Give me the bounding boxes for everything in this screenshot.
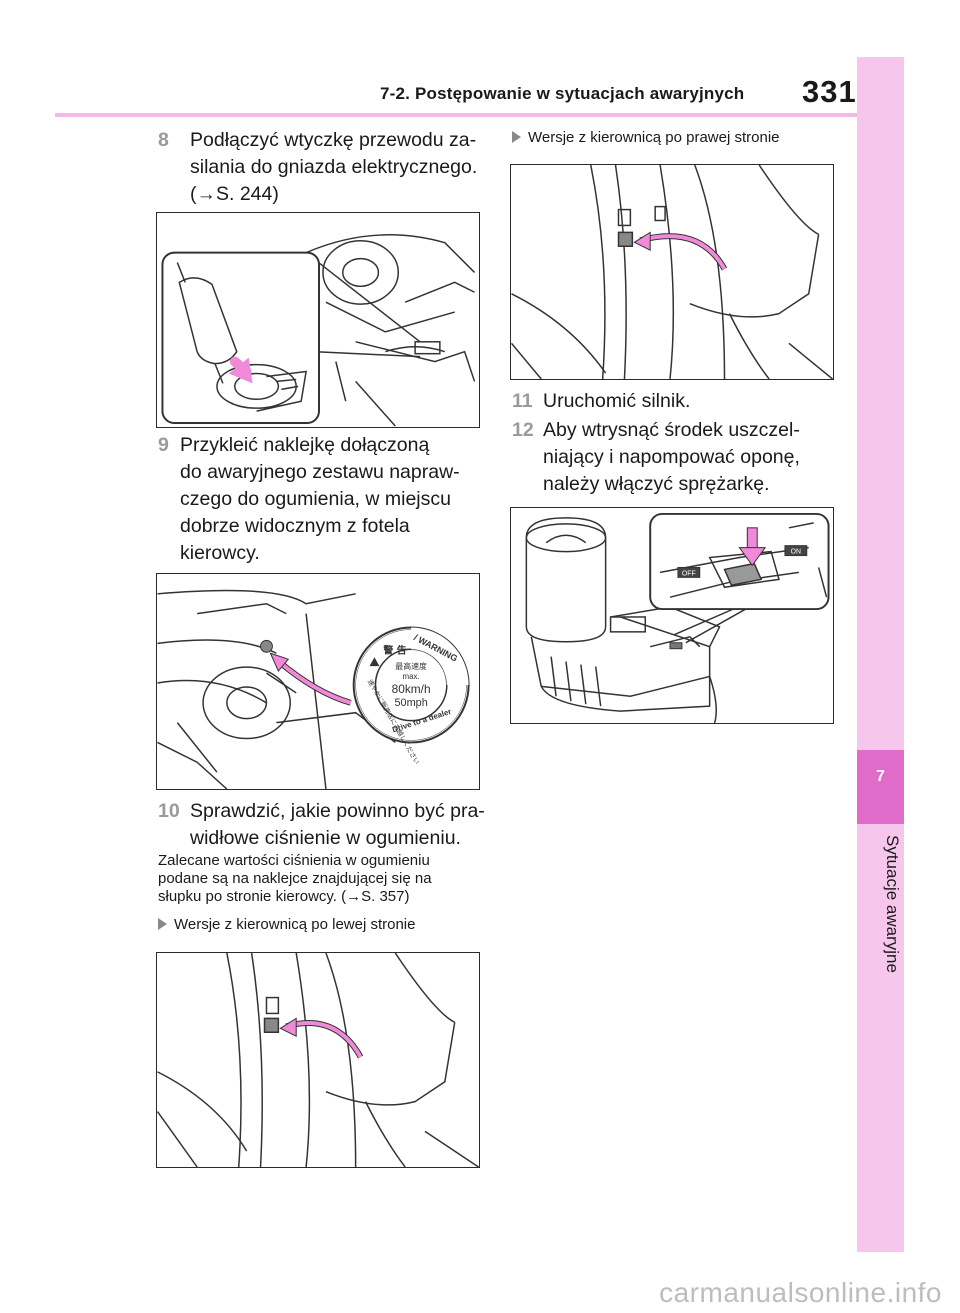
chapter-side-tab	[857, 57, 904, 1252]
section-title: 7-2. Postępowanie w sytuacjach awaryjnyc…	[380, 84, 745, 103]
compressor-illustration: OFF ON	[525, 512, 830, 723]
rhd-pillar-illustration	[511, 165, 833, 379]
chapter-number: 7	[876, 768, 885, 785]
mph-label: 50mph	[395, 697, 428, 709]
step-8: 8 Podłączyć wtyczkę przewodu za- silania…	[158, 127, 488, 208]
bullet-triangle-icon	[158, 918, 167, 930]
warning-ja: 警 告	[382, 643, 406, 656]
lhd-variant-text: Wersje z kierownicą po lewej stronie	[174, 916, 416, 933]
step-number: 10	[158, 800, 180, 822]
step-text: Uruchomić silnik.	[543, 390, 691, 412]
switch-on-label: ON	[791, 549, 801, 556]
step-number: 11	[512, 390, 533, 412]
chapter-label: Sytuacje awaryjne	[883, 835, 902, 973]
step-9: 9 Przykleić naklejkę dołączoną do awaryj…	[158, 432, 488, 567]
chapter-number-box	[857, 750, 904, 824]
page-number: 331	[802, 74, 857, 109]
pressure-note: Zalecane wartości ciśnienia w ogumieniu …	[158, 852, 432, 905]
step-number: 8	[158, 129, 169, 151]
figure-rhd-pillar	[510, 164, 834, 380]
step-text: Podłączyć wtyczkę przewodu za- silania d…	[190, 129, 478, 205]
max-label: max.	[403, 672, 420, 681]
step-number: 9	[158, 434, 169, 456]
header-divider	[55, 113, 857, 117]
plug-illustration	[161, 234, 476, 427]
step-12: 12 Aby wtrysnąć środek uszczel- niający …	[512, 417, 842, 498]
rhd-variant-label: Wersje z kierownicą po prawej stronie	[512, 129, 780, 146]
lhd-variant-label: Wersje z kierownicą po lewej stronie	[158, 916, 416, 933]
figure-compressor-switch: OFF ON	[510, 507, 834, 724]
sticker-illustration: 警 告 / WARNING 最高速度 max. 80km/h 50mph 速やか…	[157, 589, 470, 789]
step-10: 10 Sprawdzić, jakie powinno być pra- wid…	[158, 798, 488, 852]
speed-label: 最高速度	[395, 661, 427, 671]
switch-off-label: OFF	[682, 570, 696, 577]
lhd-pillar-illustration	[157, 953, 479, 1167]
bullet-triangle-icon	[512, 131, 521, 143]
figure-lhd-pillar	[156, 952, 480, 1168]
step-number: 12	[512, 419, 534, 441]
step-11: 11 Uruchomić silnik.	[512, 388, 842, 415]
kmh-label: 80km/h	[392, 682, 431, 696]
warning-sticker: 警 告 / WARNING 最高速度 max. 80km/h 50mph 速やか…	[352, 626, 470, 766]
figure-sticker-placement: 警 告 / WARNING 最高速度 max. 80km/h 50mph 速やか…	[156, 573, 480, 790]
step-text: Aby wtrysnąć środek uszczel- niający i n…	[543, 419, 800, 495]
step-text: Przykleić naklejkę dołączoną do awaryjne…	[180, 434, 460, 564]
step-text: Sprawdzić, jakie powinno być pra- widłow…	[190, 800, 485, 849]
figure-plug-into-socket	[156, 212, 480, 428]
rhd-variant-text: Wersje z kierownicą po prawej stronie	[528, 129, 780, 146]
watermark: carmanualsonline.info	[659, 1277, 942, 1308]
